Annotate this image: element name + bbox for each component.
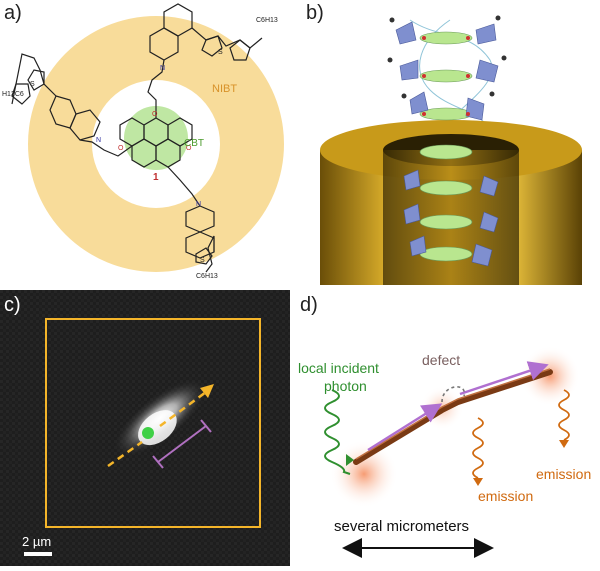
- emission-arrowhead-1: [473, 478, 483, 486]
- direction-line-lower: [107, 440, 143, 468]
- atom-dots: [387, 15, 507, 116]
- svg-text:N: N: [196, 201, 201, 208]
- panel-b: b): [300, 0, 600, 285]
- scale-bar: [24, 552, 52, 556]
- svg-text:N: N: [96, 137, 101, 144]
- svg-text:S: S: [218, 49, 223, 56]
- substituent-top: C6H13: [256, 17, 278, 24]
- svg-text:S: S: [200, 257, 205, 264]
- substituent-left: H13C6: [2, 91, 24, 98]
- nanowire: [353, 369, 553, 465]
- direction-arrowhead: [200, 384, 214, 398]
- excitation-spot: [142, 427, 154, 439]
- entry-glow: [330, 440, 398, 508]
- svg-text:S: S: [30, 81, 35, 88]
- arm-bottom: [167, 166, 215, 273]
- emission-wave-1: [472, 417, 484, 479]
- panel-a-label: a): [4, 2, 22, 24]
- svg-text:O: O: [186, 145, 192, 152]
- emission-label-1: emission: [478, 488, 534, 504]
- length-label: several micrometers: [334, 518, 470, 535]
- photon-label-line2: photon: [324, 378, 367, 394]
- length-bracket: [152, 419, 212, 469]
- photon-label-line1: local incident: [298, 360, 379, 376]
- panel-d: d) local incident photon defect emission…: [292, 290, 600, 566]
- panel-c: c) 2 µm: [0, 290, 290, 566]
- molecule-structure: O O O N N N S S S NIBT CBT 1 C6H13 H13C6…: [2, 3, 284, 280]
- naphthalimide-wedges: [395, 21, 499, 267]
- cbt-label: CBT: [184, 138, 204, 149]
- compound-number: 1: [153, 172, 159, 183]
- waveguide-schematic: [324, 346, 580, 558]
- panel-a: a): [0, 0, 300, 280]
- svg-text:O: O: [118, 145, 124, 152]
- emission-wave-2: [558, 389, 570, 441]
- substituent-bottom: C6H13: [196, 273, 218, 280]
- disc-stack: [419, 31, 473, 262]
- panel-d-label: d): [300, 294, 318, 316]
- panel-c-label: c): [4, 294, 21, 316]
- emission-arrowhead-2: [559, 440, 569, 448]
- incident-photon-wave: [324, 389, 351, 475]
- direction-line-upper: [159, 390, 207, 428]
- nanowire-highlight: [355, 368, 551, 460]
- photon-arrowhead: [346, 454, 354, 466]
- roi-box: [45, 318, 261, 528]
- panel-b-label: b): [306, 2, 324, 24]
- arm-left: [11, 53, 133, 157]
- guided-light-arrow-2: [459, 361, 549, 396]
- svg-text:N: N: [160, 65, 165, 72]
- defect-label: defect: [422, 352, 461, 368]
- nibt-label: NIBT: [212, 83, 237, 95]
- svg-text:O: O: [152, 111, 158, 118]
- assembly-render: [320, 15, 582, 285]
- cbt-core: [119, 117, 193, 168]
- arm-top: [147, 3, 263, 118]
- scale-label: 2 µm: [22, 534, 52, 549]
- fluorescence-image: [0, 290, 290, 566]
- emission-label-2: emission: [536, 466, 592, 482]
- heteroatoms: O O O N N N S S S: [30, 49, 223, 264]
- guided-light-arrow-1: [367, 403, 443, 452]
